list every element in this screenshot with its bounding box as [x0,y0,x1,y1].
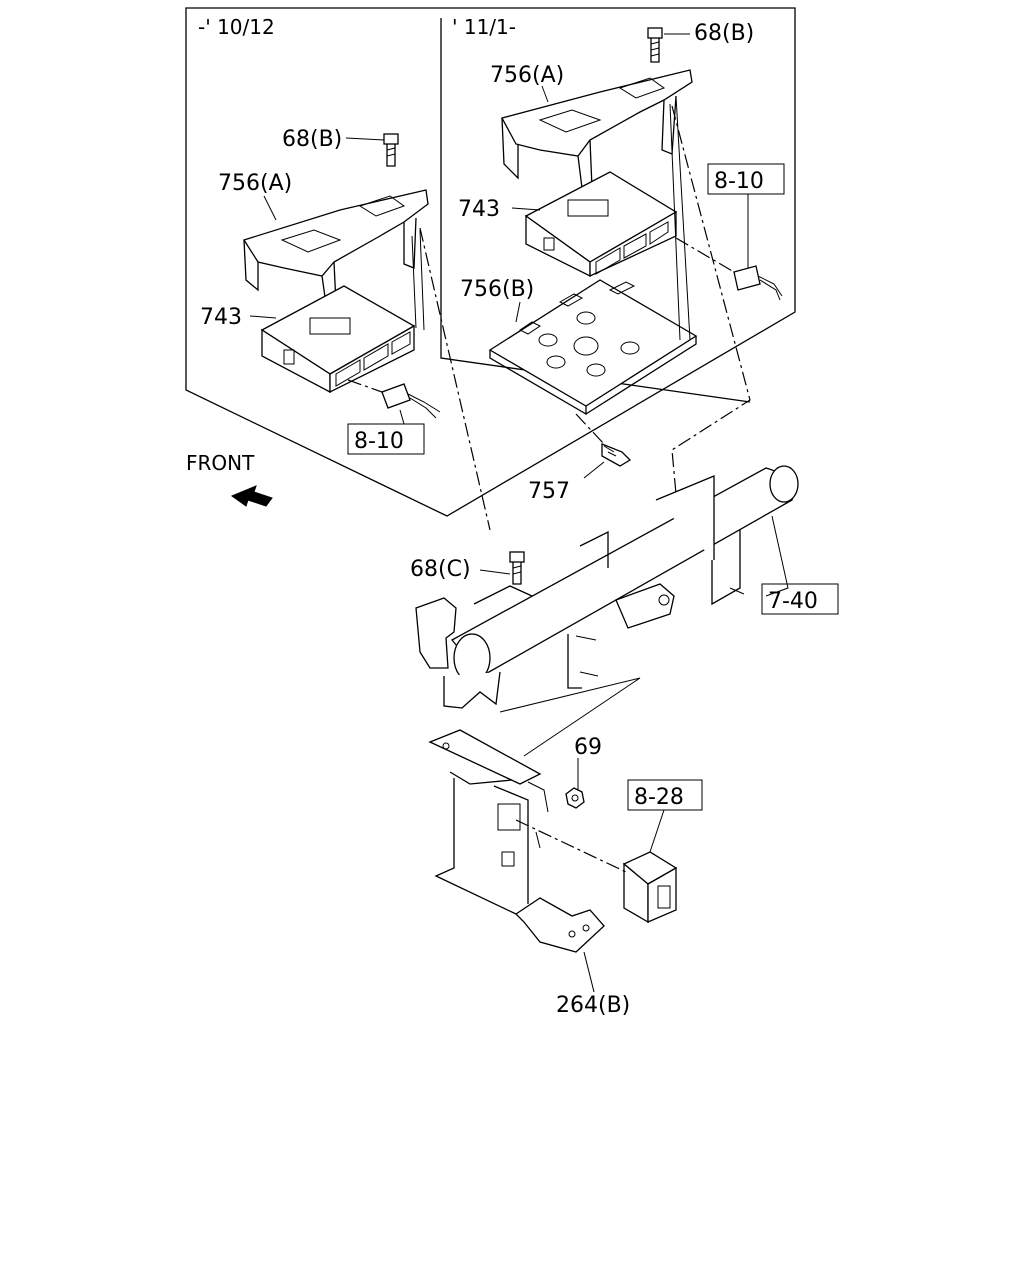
left-assembly [242,133,441,419]
label-69: 69 [574,735,602,760]
ref-box-8-28[interactable]: 8-28 [627,779,703,811]
label-756b: 756(B) [460,277,534,302]
connector-right [733,196,783,301]
label-756a-right: 756(A) [490,63,564,88]
ref-box-8-10-right[interactable]: 8-10 [707,163,785,195]
bracket-756a-left [242,189,429,305]
detail-frame [185,7,796,517]
ref-box-7-40[interactable]: 7-40 [761,583,839,615]
label-757: 757 [528,479,570,504]
front-arrow-icon [230,485,273,507]
right-assembly [488,27,783,416]
label-743-right: 743 [458,197,500,222]
ref-box-8-10-left[interactable]: 8-10 [347,423,425,455]
bolt-757 [601,443,632,467]
bolt-68b-left [383,133,399,167]
module-8-28 [622,851,678,924]
cross-beam [415,465,799,757]
label-68b-left: 68(B) [282,127,342,152]
ref-label-7-40: 7-40 [768,589,818,614]
ref-label-8-10-right: 8-10 [714,169,764,194]
unit-743-right [524,171,678,278]
label-68c: 68(C) [410,557,471,582]
ref-label-8-28: 8-28 [634,785,684,810]
nut-69 [565,787,585,809]
bracket-264b [428,729,605,953]
label-264b: 264(B) [556,993,630,1018]
front-label: FRONT [186,451,255,475]
bolt-68b-right [647,27,663,63]
ref-label-8-10-left: 8-10 [354,429,404,454]
leader-lines [249,33,789,993]
bracket-756b [488,279,698,416]
header-left-period: -' 10/12 [198,15,275,39]
header-right-period: ' 11/1- [452,15,516,39]
bolt-68c [509,551,525,585]
label-756a-left: 756(A) [218,171,292,196]
label-743-left: 743 [200,305,242,330]
connector-left [381,383,441,419]
unit-743-left [260,285,416,394]
label-68b-right: 68(B) [694,21,754,46]
